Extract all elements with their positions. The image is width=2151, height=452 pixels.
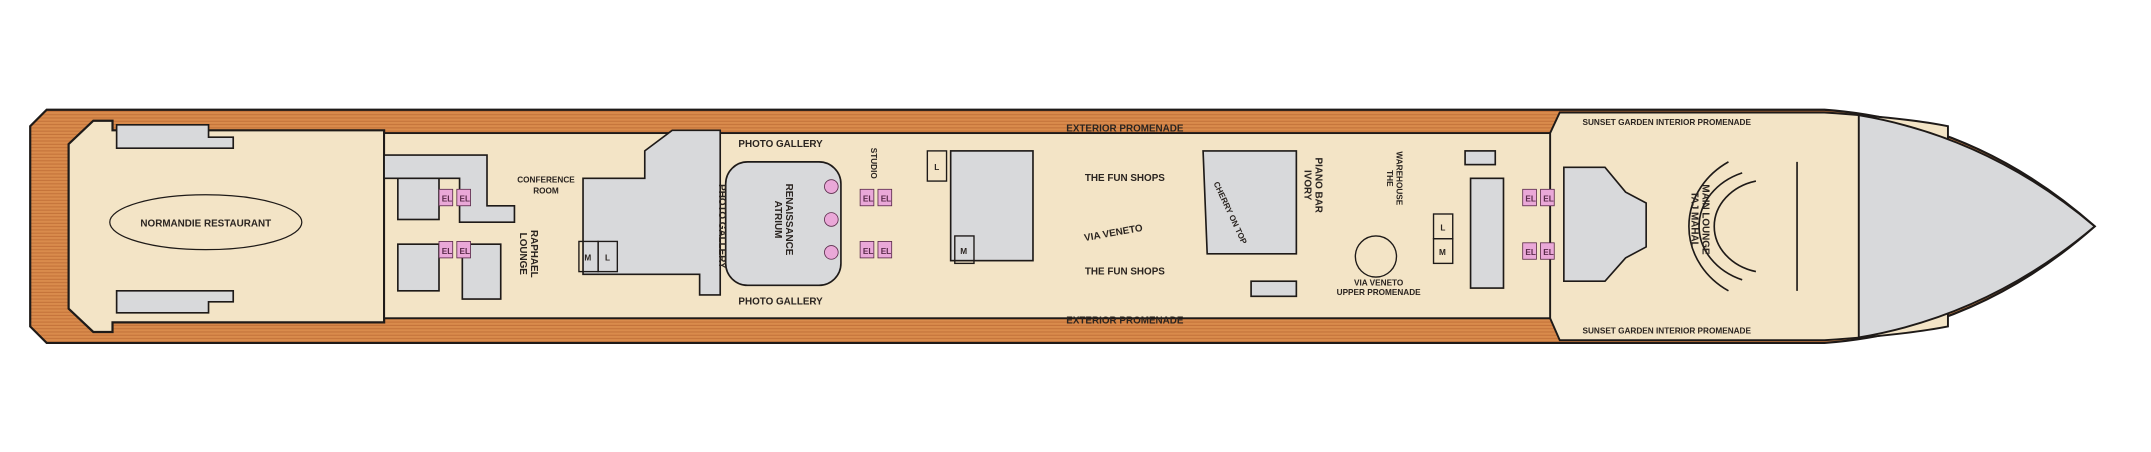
conference-room-label: CONFERENCE	[517, 175, 575, 184]
sunset-garden-bottom-label: SUNSET GARDEN INTERIOR PROMENADE	[1582, 326, 1751, 335]
via-veneto-stair	[1354, 235, 1398, 278]
restaurant-center	[109, 194, 303, 251]
elevator-label: EL	[863, 195, 874, 204]
elevator-label: EL	[442, 247, 453, 256]
elevator-label: EL	[1543, 248, 1554, 257]
fun-shops-top-label: THE FUN SHOPS	[1085, 173, 1165, 184]
restrooms	[578, 150, 1454, 273]
ivory-piano-bar-label: IVORY	[1302, 170, 1313, 201]
mens-restroom-label: M	[1439, 248, 1446, 257]
taj-mahal-label-2: MAIN LOUNGE	[1699, 184, 1710, 255]
elevator-label: EL	[1525, 248, 1536, 257]
conference-room-label-2: ROOM	[533, 186, 559, 195]
elevator-label: EL	[1543, 195, 1554, 204]
ladies-restroom-label: L	[934, 163, 939, 172]
taj-mahal-seating	[1688, 161, 1798, 292]
exterior-promenade-top-label: EXTERIOR PROMENADE	[1066, 124, 1184, 135]
ladies-restroom-label: L	[605, 254, 610, 263]
elevators: EL EL EL EL EL EL EL EL EL EL EL EL	[438, 179, 1555, 260]
ivory-piano-bar-label-2: PIANO BAR	[1313, 158, 1324, 213]
studio-label: STUDIO	[869, 148, 878, 180]
mens-restroom-label: M	[960, 247, 967, 256]
normandie-restaurant-label: NORMANDIE RESTAURANT	[140, 218, 271, 229]
elevator-label: EL	[460, 195, 471, 204]
mens-restroom-label: M	[584, 254, 591, 263]
service-areas	[115, 124, 1647, 314]
elevator-label: EL	[442, 195, 453, 204]
renaissance-atrium-label-2: ATRIUM	[772, 201, 783, 239]
elevator-label: EL	[863, 247, 874, 256]
raphael-lounge-label-2: LOUNGE	[517, 233, 528, 276]
renaissance-atrium-label: RENAISSANCE	[783, 184, 794, 256]
elevator-label: EL	[460, 247, 471, 256]
via-veneto-upper-label: VIA VENETO	[1354, 278, 1404, 287]
sunset-garden-top-label: SUNSET GARDEN INTERIOR PROMENADE	[1582, 118, 1751, 127]
photo-gallery-top-label: PHOTO GALLERY	[738, 139, 823, 150]
warehouse-label-2: WAREHOUSE	[1394, 151, 1403, 205]
raphael-lounge-label: RAPHAEL	[528, 230, 539, 278]
ladies-restroom-label: L	[1440, 223, 1445, 232]
elevator-label: EL	[1525, 195, 1536, 204]
normandie-restaurant-area	[67, 119, 386, 334]
elevator-label: EL	[881, 247, 892, 256]
fun-shops-bottom-label: THE FUN SHOPS	[1085, 266, 1165, 277]
exterior-promenade-bottom-label: EXTERIOR PROMENADE	[1066, 316, 1184, 327]
sunset-garden-area	[1549, 111, 1949, 342]
photo-gallery-bottom-label: PHOTO GALLERY	[738, 297, 823, 308]
photo-gallery-side-label: PHOTO GALLERY	[716, 184, 727, 269]
warehouse-label: THE	[1385, 170, 1394, 187]
elevator-label: EL	[881, 195, 892, 204]
via-veneto-upper-label-2: UPPER PROMENADE	[1337, 288, 1422, 297]
bow-area	[1857, 114, 2097, 339]
taj-mahal-label: TAJ MAHAL	[1688, 191, 1699, 247]
